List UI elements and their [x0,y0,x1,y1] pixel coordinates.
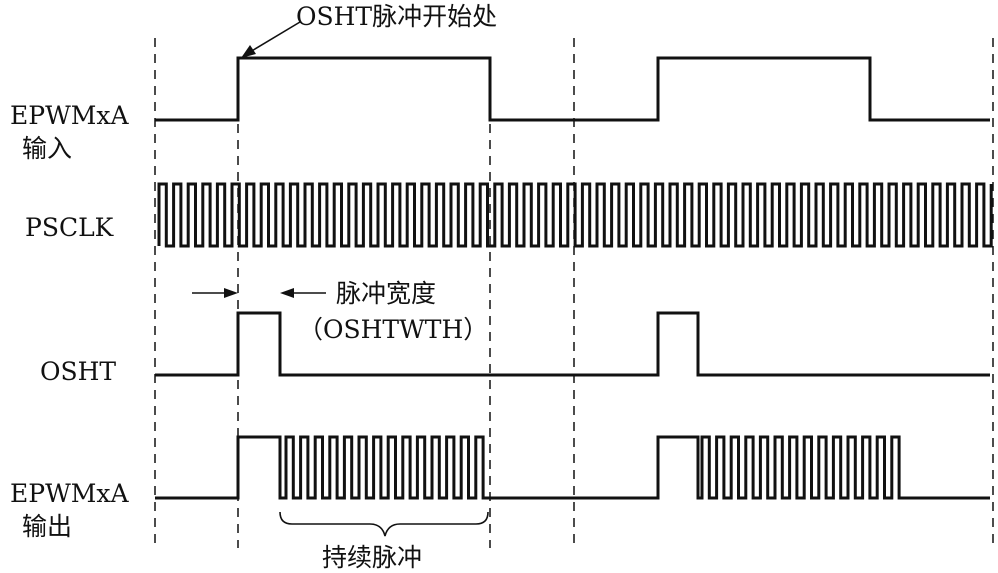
annotation-pulse-width-register: （OSHTWTH） [298,315,488,344]
label-epwm-input-sub: 输入 [22,134,72,163]
label-osht: OSHT [40,357,116,386]
label-psclk: PSCLK [25,213,115,242]
arrowhead-pulse-width-right [280,288,294,298]
waveform-epwm-input [155,56,990,122]
annotation-osht-start: OSHT脉冲开始处 [296,2,497,31]
waveform-psclk [157,182,993,248]
arrowhead-osht-start [241,45,256,58]
reference-lines [154,38,994,548]
label-epwm-input: EPWMxA [10,101,129,130]
label-epwm-output-sub: 输出 [22,512,72,541]
annotation-osht-start-leader [249,21,301,53]
brace-continuous-pulse [279,511,489,537]
label-epwm-output: EPWMxA [10,479,129,508]
annotation-continuous-pulse: 持续脉冲 [322,543,422,572]
arrowhead-pulse-width-left [224,288,238,298]
waveform-osht [155,311,990,377]
annotation-pulse-width: 脉冲宽度 [336,279,436,308]
waveform-epwm-output [155,435,990,500]
